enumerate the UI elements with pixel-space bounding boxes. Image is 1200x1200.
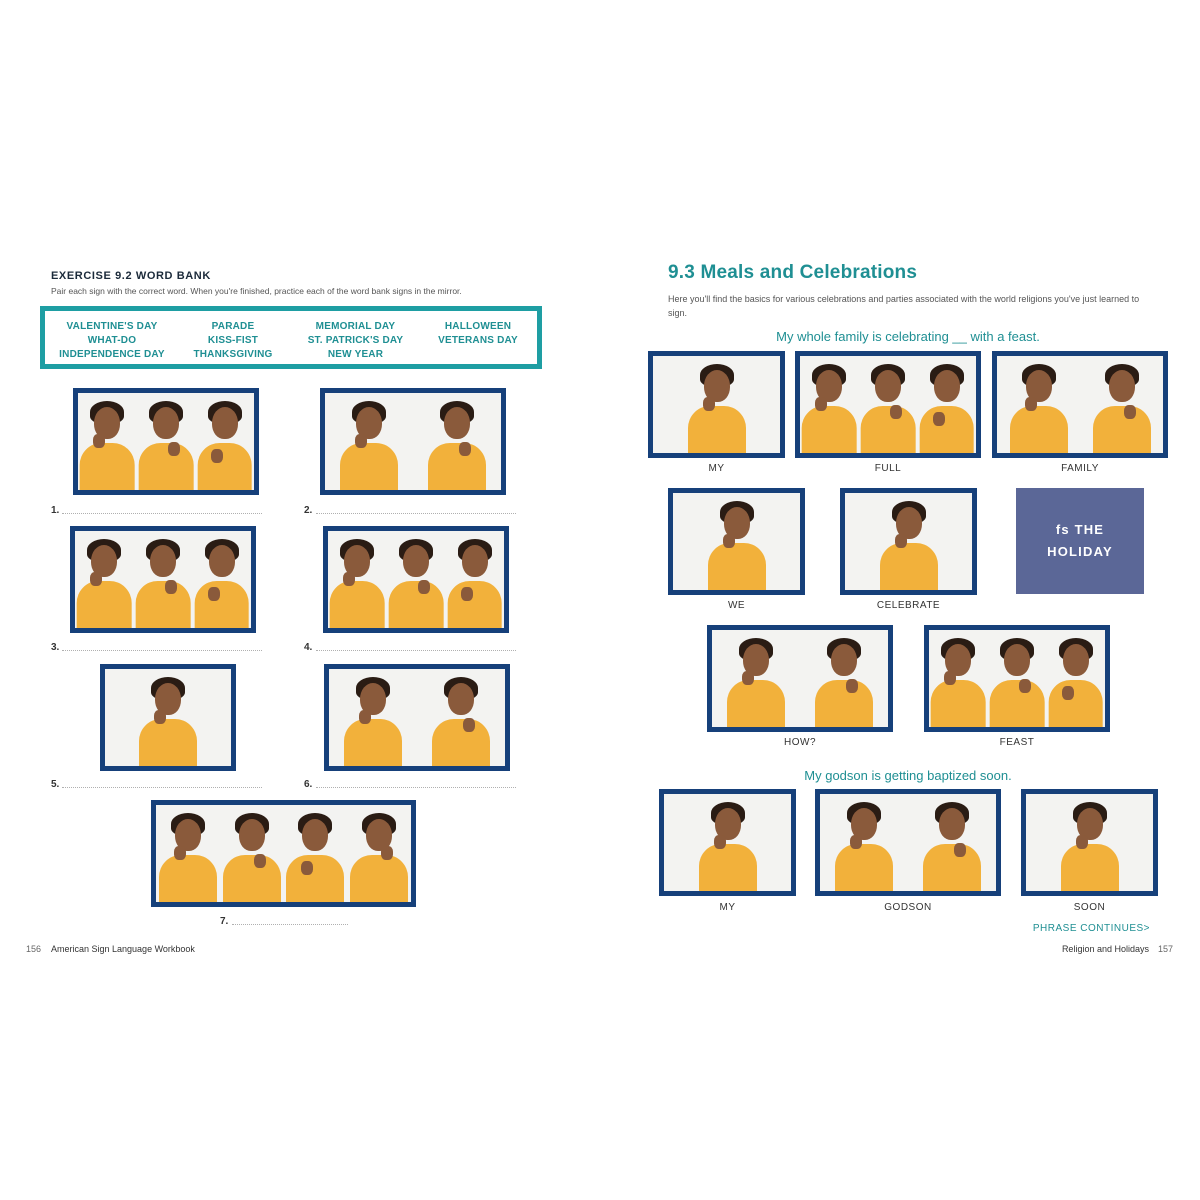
signer-figure: [347, 805, 411, 902]
fingerspell-box: fs THE HOLIDAY: [1016, 488, 1144, 594]
item-number-5: 5.: [51, 779, 60, 790]
signer-figure: [137, 393, 196, 490]
left-footer-title: American Sign Language Workbook: [51, 944, 195, 954]
signer-figure: [832, 794, 896, 891]
signer-figure: [78, 393, 137, 490]
caption-my-2: MY: [719, 902, 736, 913]
section-intro: Here you'll find the basics for various …: [668, 294, 1140, 318]
signer-figure: [877, 493, 941, 590]
signer-figure: [1046, 630, 1105, 727]
item-number-3: 3.: [51, 642, 60, 653]
phrase-1: My whole family is celebrating __ with a…: [776, 329, 1040, 344]
word-bank-col-3: MEMORIAL DAY ST. PATRICK'S DAY NEW YEAR: [307, 321, 404, 360]
signer-figure: [75, 531, 134, 628]
section-title: 9.3 Meals and Celebrations: [668, 262, 918, 283]
item-number-2: 2.: [304, 505, 313, 516]
answer-line-4[interactable]: [316, 650, 516, 651]
caption-godson: GODSON: [884, 902, 932, 913]
word-bank-col-1: VALENTINE'S DAY WHAT-DO INDEPENDENCE DAY: [59, 321, 165, 360]
right-footer-title: Religion and Holidays: [1061, 944, 1149, 954]
signer-figure: [429, 669, 493, 766]
caption-family: FAMILY: [1061, 463, 1099, 474]
caption-full: FULL: [874, 463, 902, 474]
caption-celebrate: CELEBRATE: [876, 600, 941, 611]
signer-figure: [134, 531, 193, 628]
right-page-number: 157: [1158, 944, 1174, 954]
sign-photo-how: [707, 625, 893, 732]
sign-photo-godson: [815, 789, 1001, 896]
signer-figure: [284, 805, 348, 902]
answer-line-2[interactable]: [316, 513, 516, 514]
answer-line-3[interactable]: [62, 650, 262, 651]
signer-figure: [696, 794, 760, 891]
sign-photo-my: [648, 351, 785, 458]
sign-photo-full: [795, 351, 981, 458]
word-bank-box: VALENTINE'S DAY WHAT-DO INDEPENDENCE DAY…: [40, 306, 542, 369]
caption-we: WE: [727, 600, 746, 611]
signer-figure: [192, 531, 251, 628]
signer-figure: [195, 393, 254, 490]
signer-figure: [800, 356, 859, 453]
answer-line-6[interactable]: [316, 787, 516, 788]
answer-line-7[interactable]: [232, 924, 348, 925]
signer-figure: [920, 794, 984, 891]
signer-figure: [387, 531, 446, 628]
sign-photo-4: [323, 526, 509, 633]
sign-photo-we: [668, 488, 805, 595]
caption-soon: SOON: [1073, 902, 1106, 913]
signer-figure: [445, 531, 504, 628]
caption-how: HOW?: [784, 737, 816, 748]
left-page-number: 156: [26, 944, 42, 954]
sign-photo-7: [151, 800, 416, 907]
sign-photo-celebrate: [840, 488, 977, 595]
exercise-title: EXERCISE 9.2 WORD BANK: [51, 270, 211, 282]
phrase-2: My godson is getting baptized soon.: [804, 768, 1012, 783]
sign-photo-my-2: [659, 789, 796, 896]
signer-figure: [917, 356, 976, 453]
item-number-7: 7.: [220, 916, 229, 927]
sign-photo-5: [100, 664, 236, 771]
answer-line-5[interactable]: [62, 787, 262, 788]
signer-figure: [1007, 356, 1071, 453]
signer-figure: [859, 356, 918, 453]
signer-figure: [1058, 794, 1122, 891]
sign-photo-1: [73, 388, 259, 495]
signer-figure: [136, 669, 200, 766]
signer-figure: [337, 393, 401, 490]
signer-figure: [1090, 356, 1154, 453]
signer-figure: [425, 393, 489, 490]
item-number-4: 4.: [304, 642, 313, 653]
signer-figure: [812, 630, 876, 727]
signer-figure: [685, 356, 749, 453]
sign-photo-2: [320, 388, 506, 495]
fingerspell-text: fs THE HOLIDAY: [1047, 522, 1113, 559]
sign-photo-feast: [924, 625, 1110, 732]
caption-feast: FEAST: [999, 737, 1035, 748]
sign-photo-family: [992, 351, 1168, 458]
sign-photo-soon: [1021, 789, 1158, 896]
signer-figure: [929, 630, 988, 727]
word-bank-col-4: HALLOWEEN VETERANS DAY: [438, 321, 518, 346]
signer-figure: [220, 805, 284, 902]
word-bank-col-2: PARADE KISS-FIST THANKSGIVING: [193, 321, 273, 360]
phrase-continues-link[interactable]: PHRASE CONTINUES>: [1032, 923, 1150, 934]
signer-figure: [724, 630, 788, 727]
signer-figure: [988, 630, 1047, 727]
signer-figure: [156, 805, 220, 902]
item-number-6: 6.: [304, 779, 313, 790]
item-number-1: 1.: [51, 505, 60, 516]
sign-photo-6: [324, 664, 510, 771]
caption-my: MY: [708, 463, 725, 474]
sign-photo-3: [70, 526, 256, 633]
signer-figure: [328, 531, 387, 628]
signer-figure: [705, 493, 769, 590]
signer-figure: [341, 669, 405, 766]
answer-line-1[interactable]: [62, 513, 262, 514]
exercise-instructions: Pair each sign with the correct word. Wh…: [51, 286, 462, 296]
